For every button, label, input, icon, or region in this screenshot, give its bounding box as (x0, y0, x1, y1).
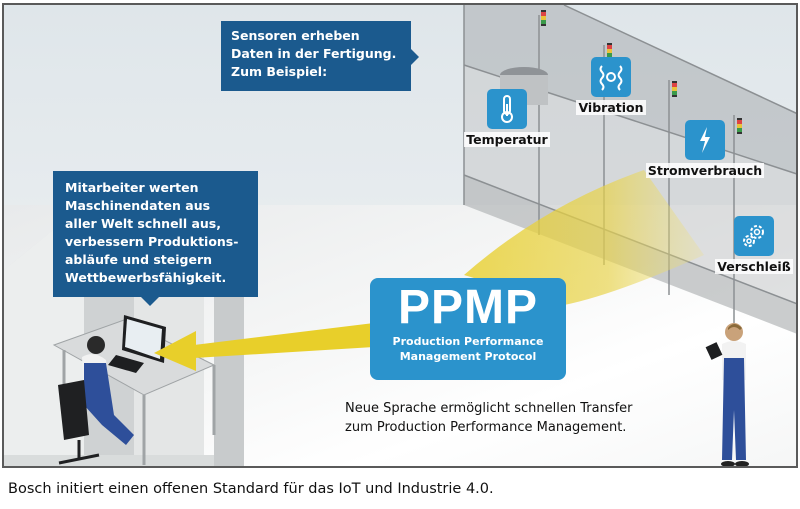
workers-callout-line: aller Welt schnell aus, (65, 216, 221, 231)
sensors-callout-line: Daten in der Fertigung. (231, 46, 397, 61)
desk-worker-illustration (52, 315, 216, 465)
ppmp-subtitle-line2: Management Protocol (399, 350, 537, 363)
figure-caption: Bosch initiert einen offenen Standard fü… (8, 481, 494, 497)
workers-callout-line: abläufe und steigern (65, 252, 213, 267)
sensors-callout-line: Sensoren erheben (231, 28, 360, 43)
data-flow-beam (154, 170, 704, 371)
lightning-icon (685, 120, 725, 160)
workers-callout-line: Mitarbeiter werten (65, 180, 199, 195)
workers-callout: Mitarbeiter werten Maschinendaten aus al… (53, 171, 258, 306)
ppmp-subtitle-line1: Production Performance (392, 335, 544, 348)
workers-callout-line: verbessern Produktions- (65, 234, 239, 249)
transfer-line: zum Production Performance Management. (345, 420, 627, 435)
vibration-icon (591, 57, 631, 97)
gears-icon (734, 216, 774, 256)
transfer-line: Neue Sprache ermöglicht schnellen Transf… (345, 401, 633, 416)
sensor-label: Vibration (576, 100, 646, 115)
ppmp-box: PPMP Production Performance Management P… (370, 278, 566, 380)
sensor-stromverbrauch: Stromverbrauch (640, 120, 770, 179)
sensors-callout-line: Zum Beispiel: (231, 64, 328, 79)
infographic: Sensoren erheben Daten in der Fertigung.… (2, 3, 798, 468)
sensors-callout: Sensoren erheben Daten in der Fertigung.… (221, 21, 419, 91)
workers-callout-line: Wettbewerbsfähigkeit. (65, 270, 227, 285)
sensor-label: Temperatur (464, 132, 550, 147)
sensor-label: Verschleiß (715, 259, 793, 274)
ppmp-title: PPMP (397, 281, 539, 334)
workers-callout-line: Maschinendaten aus (65, 198, 211, 213)
thermometer-icon (487, 89, 527, 129)
transfer-description: Neue Sprache ermöglicht schnellen Transf… (345, 399, 633, 437)
sensor-vibration: Vibration (566, 57, 656, 116)
sensor-temperatur: Temperatur (462, 89, 552, 148)
sensor-label: Stromverbrauch (645, 163, 765, 178)
standing-worker-illustration (705, 323, 749, 466)
sensor-verschleiss: Verschleiß (709, 216, 796, 275)
